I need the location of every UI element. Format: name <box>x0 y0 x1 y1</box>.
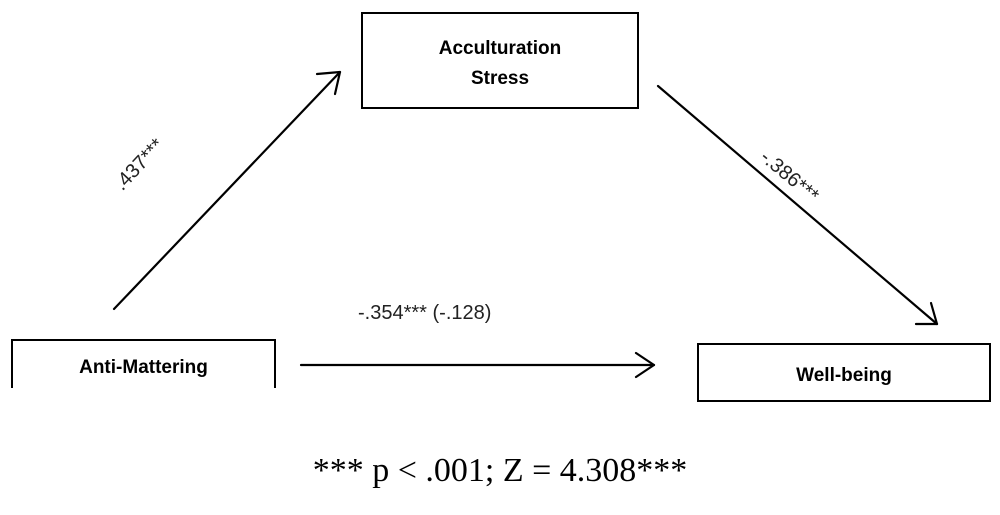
path-b-arrow <box>656 84 939 326</box>
anti-mattering-node: Anti-Mattering <box>11 339 276 388</box>
well-being-label: Well-being <box>796 365 892 386</box>
acculturation-stress-node: Acculturation Stress <box>361 12 639 109</box>
path-a-arrow <box>112 70 342 311</box>
path-b-arrowhead <box>914 301 939 326</box>
path-c-arrowhead <box>634 351 656 379</box>
acculturation-stress-line2: Stress <box>470 68 530 89</box>
significance-footnote: *** p < .001; Z = 4.308*** <box>312 452 688 489</box>
well-being-node: Well-being <box>697 343 991 402</box>
anti-mattering-label: Anti-Mattering <box>79 357 208 378</box>
acculturation-stress-line1: Acculturation <box>438 38 562 59</box>
path-a-arrowhead <box>315 70 342 96</box>
path-c-coefficient: -.354*** (-.128) <box>358 302 492 324</box>
